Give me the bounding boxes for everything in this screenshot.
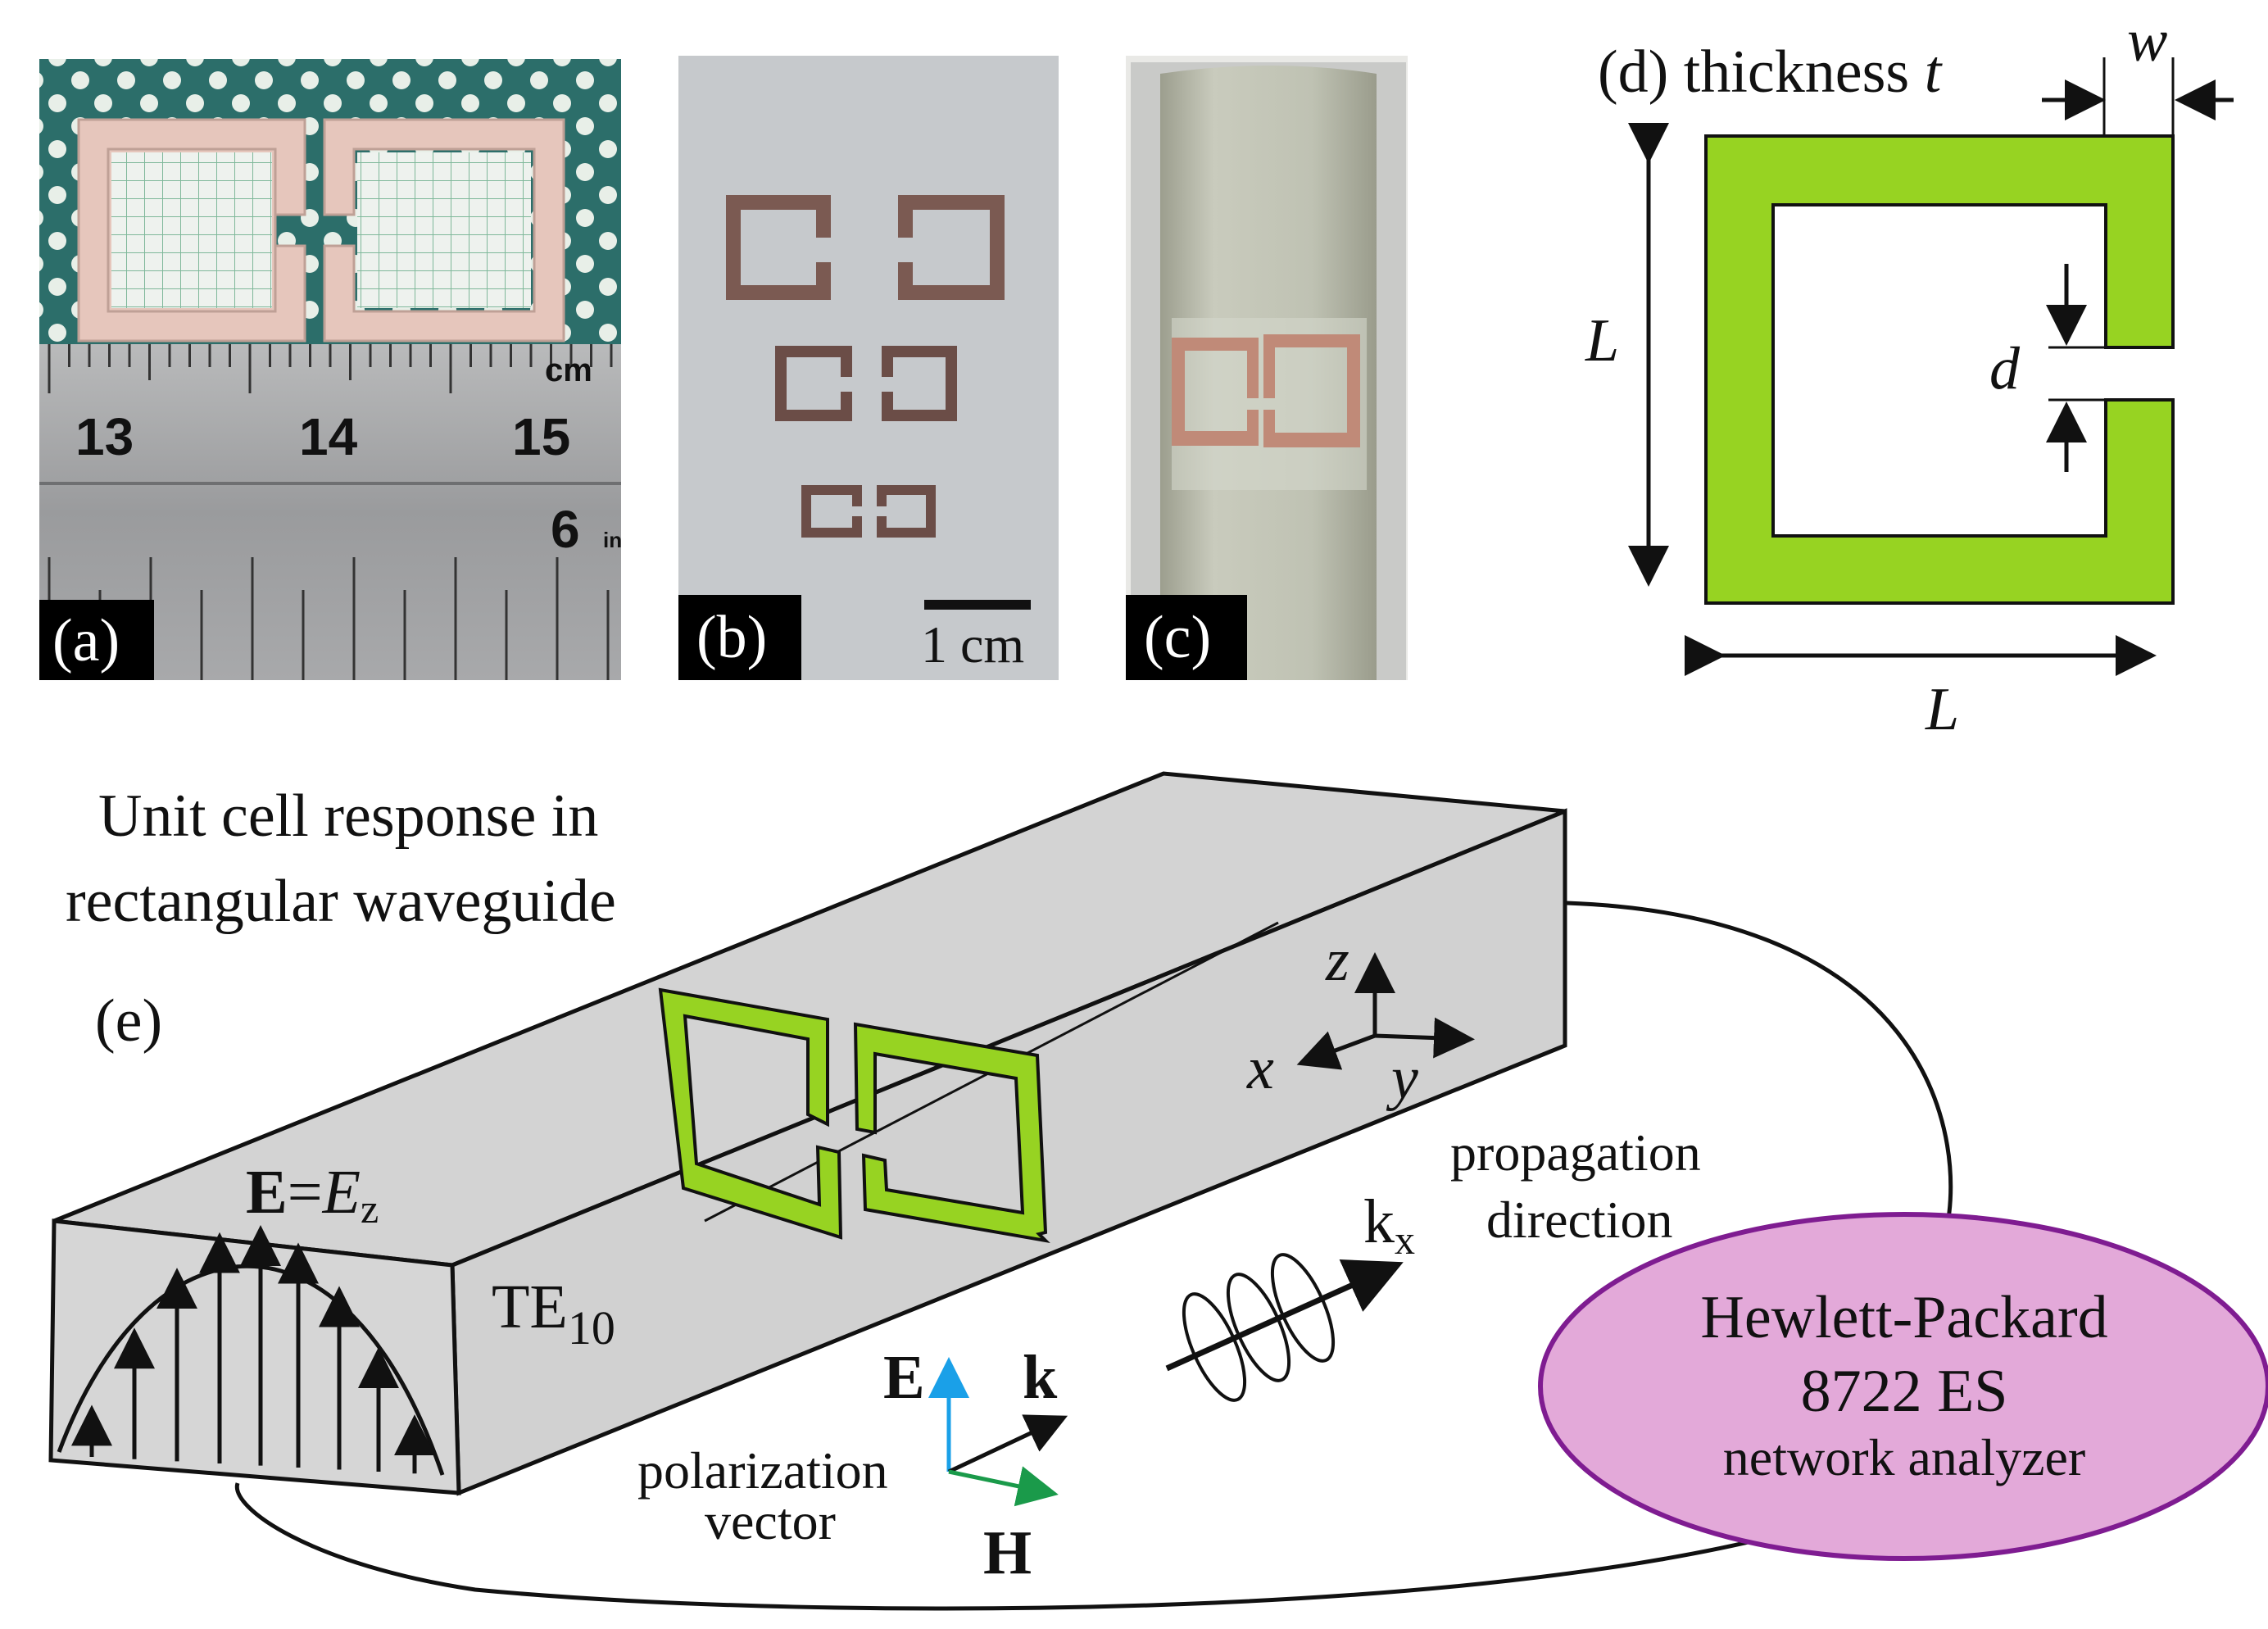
pol-H-label: H [983, 1518, 1032, 1587]
mode-label-main: TE [492, 1273, 568, 1341]
mode-label: TE10 [492, 1273, 615, 1354]
panel-c-tag: (c) [1144, 604, 1211, 671]
ruler-14: 14 [299, 407, 358, 466]
panel-c-photo: (c) [1126, 56, 1408, 680]
panel-a-tag-bg [39, 600, 154, 680]
propagation-wave [1165, 1253, 1404, 1402]
panel-e-title-line1: Unit cell response in [98, 783, 598, 850]
k-x-sub: x [1395, 1217, 1415, 1263]
axes-triad: z x y [1246, 927, 1475, 1112]
axis-x: x [1246, 1035, 1274, 1102]
panel-a-tag: (a) [52, 607, 120, 674]
analyzer-line3: network analyzer [1723, 1428, 2085, 1486]
propagation-line1: propagation [1450, 1123, 1701, 1182]
cable-top [1566, 901, 1953, 1246]
resonator-small-left [801, 485, 862, 538]
dim-d: d [1989, 335, 2021, 402]
polarization-triad: E k H polarization vector [637, 1343, 1068, 1587]
split-ring-pair-e [658, 987, 1050, 1244]
printed-resonator-pair-a [77, 118, 565, 343]
resonator-medium-right [882, 346, 957, 421]
analyzer-line1: Hewlett-Packard [1700, 1284, 2107, 1351]
ruler-13: 13 [75, 407, 134, 466]
field-label: E=Ez [246, 1158, 379, 1232]
panel-a-photo: cm 13 14 15 6 in (a) [39, 59, 622, 680]
pol-E-label: E [883, 1343, 925, 1412]
ruler-15: 15 [512, 407, 570, 466]
k-x-main: k [1363, 1187, 1395, 1256]
dim-w: w [2127, 7, 2167, 75]
resonator-on-tube-left [1172, 338, 1259, 446]
resonator-on-tube-right [1263, 334, 1360, 447]
panel-d-label: (d) thickness t [1598, 39, 1944, 106]
dim-L-horizontal: L [1925, 676, 1959, 743]
axis-z: z [1325, 927, 1349, 994]
cable-bottom [234, 1482, 1869, 1611]
ruler-cm-label: cm [545, 352, 592, 388]
dim-L-vertical: L [1585, 307, 1619, 374]
split-ring-resonator-d [1704, 134, 2175, 605]
field-label-sub: z [361, 1186, 379, 1232]
pol-line2: vector [705, 1492, 836, 1550]
scale-bar-label: 1 cm [921, 615, 1024, 674]
network-analyzer [1538, 1212, 2268, 1561]
te10-field-arrows [71, 1224, 435, 1474]
resonator-medium-left [775, 346, 852, 421]
ruler: cm 13 14 15 6 in [39, 344, 622, 680]
analyzer-line2: 8722 ES [1801, 1358, 2008, 1425]
field-label-E-bold: E [246, 1158, 288, 1227]
waveguide-front-face [48, 1218, 461, 1495]
k-x-label: kx [1363, 1187, 1415, 1263]
panel-e-tag: (e) [95, 987, 162, 1055]
field-label-eq: = [288, 1158, 323, 1227]
panel-c-tag-bg [1126, 595, 1247, 680]
resonator-large-left [726, 195, 831, 300]
panel-b-photo: 1 cm (b) [678, 56, 1059, 680]
panel-b-tag: (b) [696, 604, 767, 671]
panel-d-label-prefix: (d) thickness [1598, 39, 1925, 106]
ruler-in-unit: in [603, 528, 622, 552]
mode-label-sub: 10 [568, 1301, 615, 1354]
pol-k-arrow [947, 1414, 1068, 1474]
pol-line1: polarization [637, 1441, 888, 1500]
panel-b-tag-bg [678, 595, 801, 680]
ruler-6in: 6 [551, 500, 580, 559]
resonator-small-right [877, 485, 936, 538]
pol-H-arrow [948, 1466, 1059, 1507]
panel-d-label-var: t [1925, 39, 1944, 106]
field-label-E-italic: E [322, 1158, 361, 1227]
panel-d-schematic: (d) thickness t w L L d [1585, 7, 2234, 743]
pol-k-label: k [1023, 1343, 1058, 1412]
propagation-line2: direction [1486, 1191, 1672, 1249]
resonator-large-right [898, 195, 1005, 300]
axis-y: y [1386, 1045, 1418, 1112]
panel-e-title-line2: rectangular waveguide [66, 868, 616, 935]
panel-e-waveguide: Unit cell response in rectangular wavegu… [48, 771, 2268, 1611]
